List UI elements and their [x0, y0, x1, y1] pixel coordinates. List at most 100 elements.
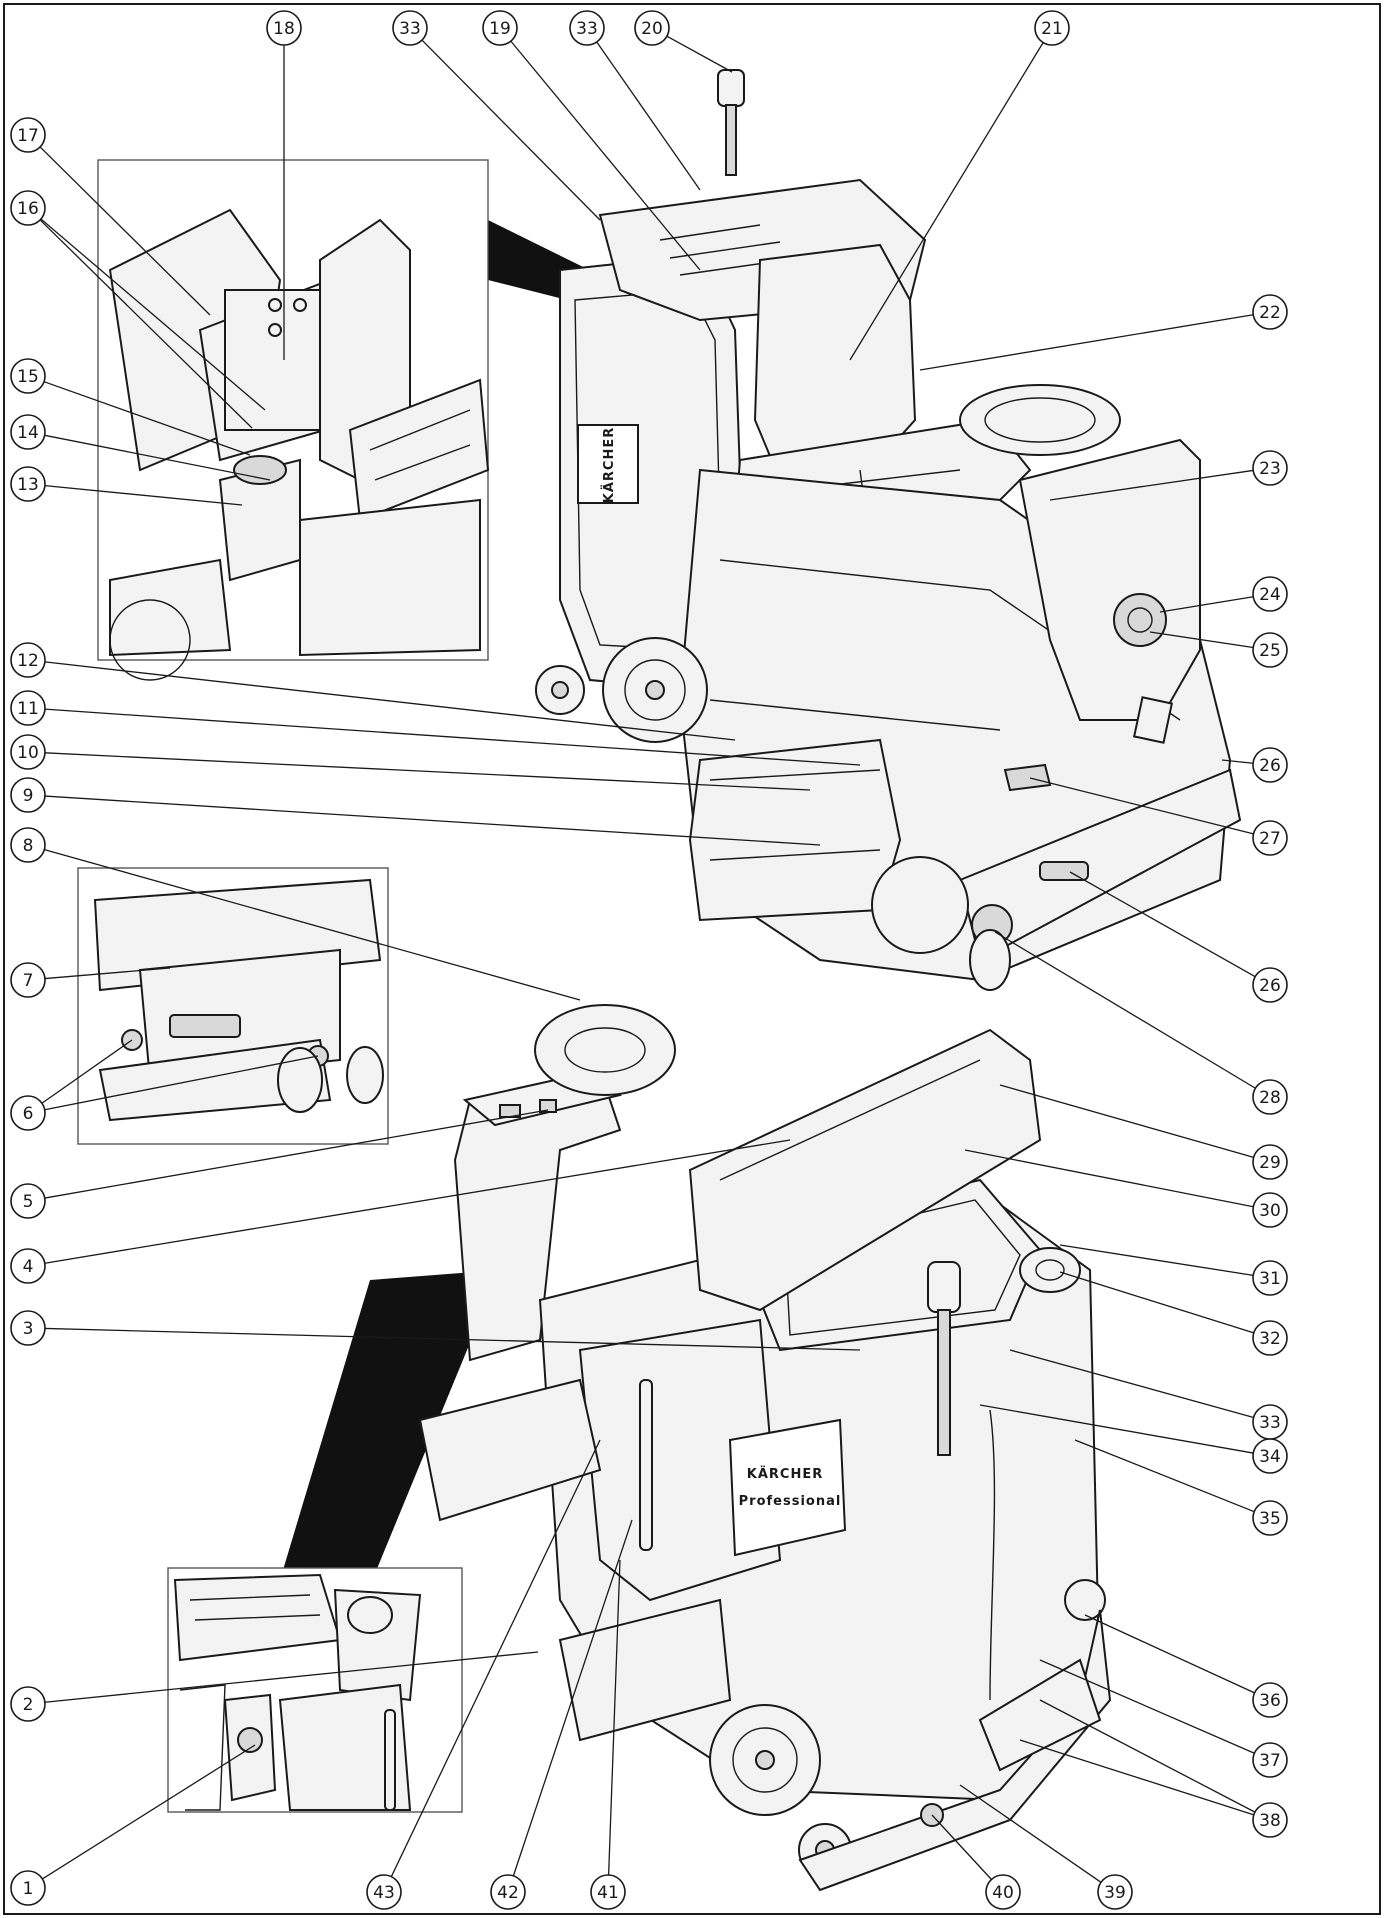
callout-circle — [10, 734, 46, 770]
leader-line-c26b — [1069, 871, 1256, 978]
callout-number: 31 — [1259, 1269, 1281, 1289]
brush-deck-top — [688, 738, 902, 922]
callout-c33a: 33 — [392, 10, 428, 46]
leader-line-c38-1 — [1019, 1739, 1255, 1816]
leader-line-c42 — [512, 1519, 633, 1877]
callout-number: 22 — [1259, 303, 1281, 323]
callout-c32: 32 — [1252, 1320, 1288, 1356]
callout-number: 10 — [17, 743, 39, 763]
callout-c27: 27 — [1252, 820, 1288, 856]
leader-line-c26a — [1221, 759, 1254, 764]
callout-circle — [10, 1686, 46, 1722]
callout-c5: 5 — [10, 1183, 46, 1219]
leader-line-c31 — [1059, 1244, 1254, 1277]
callout-circle — [1252, 1260, 1288, 1296]
callout-circle — [10, 1183, 46, 1219]
callout-c8: 8 — [10, 827, 46, 863]
leader-line-c41 — [607, 1559, 621, 1876]
brand-logo-top: KÄRCHER — [577, 424, 639, 504]
callout-circle — [569, 10, 605, 46]
brand-logo-bottom-sub: Professional — [739, 1494, 842, 1509]
callout-circle — [1252, 820, 1288, 856]
callout-c40: 40 — [985, 1874, 1021, 1910]
callout-circle — [1252, 747, 1288, 783]
callout-c6: 6 — [10, 1095, 46, 1131]
squeegee-bottom — [798, 1609, 1112, 1892]
callout-c37: 37 — [1252, 1742, 1288, 1778]
beacon-light-top — [717, 69, 745, 107]
callout-number: 41 — [597, 1883, 619, 1903]
callout-c22: 22 — [1252, 294, 1288, 330]
leader-line-c8 — [44, 848, 581, 1001]
callout-circle — [10, 117, 46, 153]
inset-seat-access — [97, 159, 490, 681]
drain-hose — [989, 1409, 996, 1701]
brand-logo-top-text: KÄRCHER — [601, 427, 617, 503]
pedal-top — [1003, 763, 1052, 792]
callout-c11: 11 — [10, 690, 46, 726]
callout-number: 23 — [1259, 459, 1281, 479]
callout-number: 17 — [17, 126, 39, 146]
callout-circle — [10, 414, 46, 450]
filter-cap-inset — [233, 455, 287, 485]
leader-line-c20 — [666, 35, 733, 73]
callout-circle — [1252, 450, 1288, 486]
leader-line-c16 — [40, 218, 266, 411]
callout-c14: 14 — [10, 414, 46, 450]
leader-line-c3 — [44, 1327, 861, 1351]
callout-circle — [10, 190, 46, 226]
callout-number: 9 — [23, 786, 34, 806]
callout-number: 19 — [489, 19, 511, 39]
callout-number: 26 — [1259, 976, 1281, 996]
side-brush-top — [871, 856, 969, 954]
raised-lid — [688, 1028, 1042, 1312]
leader-line-c35 — [1074, 1439, 1255, 1513]
callout-c19: 19 — [482, 10, 518, 46]
callout-c18: 18 — [266, 10, 302, 46]
callout-circle — [10, 962, 46, 998]
leader-line-c33a — [421, 39, 601, 221]
callout-circle — [1252, 1192, 1288, 1228]
callout-c9: 9 — [10, 777, 46, 813]
leader-line-c27 — [1029, 777, 1254, 835]
callout-number: 42 — [497, 1883, 519, 1903]
callout-c16: 16 — [10, 190, 46, 226]
callout-circle — [266, 10, 302, 46]
callout-number: 12 — [17, 651, 39, 671]
callout-c25: 25 — [1252, 632, 1288, 668]
callout-c39: 39 — [1097, 1874, 1133, 1910]
callout-c3: 3 — [10, 1310, 46, 1346]
callout-number: 16 — [17, 199, 39, 219]
squeegee-blade-inset — [98, 1038, 332, 1122]
leader-line-c29 — [999, 1084, 1254, 1158]
callout-c17: 17 — [10, 117, 46, 153]
callout-c31: 31 — [1252, 1260, 1288, 1296]
leader-line-c9 — [44, 795, 821, 846]
leader-line-c21 — [849, 42, 1044, 361]
beacon-light-bottom — [927, 1261, 961, 1313]
callout-circle — [490, 1874, 526, 1910]
callout-circle — [1034, 10, 1070, 46]
callout-circle — [10, 1310, 46, 1346]
callout-c38: 38 — [1252, 1802, 1288, 1838]
callout-c23: 23 — [1252, 450, 1288, 486]
callout-number: 32 — [1259, 1329, 1281, 1349]
callout-circle — [1252, 1742, 1288, 1778]
leader-line-c15 — [43, 381, 251, 456]
callout-c24: 24 — [1252, 576, 1288, 612]
control-dial-top — [1113, 593, 1167, 647]
callout-number: 36 — [1259, 1691, 1281, 1711]
callout-c34: 34 — [1252, 1438, 1288, 1474]
callout-number: 15 — [17, 367, 39, 387]
callout-number: 35 — [1259, 1509, 1281, 1529]
inset-charging-port — [167, 1567, 463, 1813]
inset-squeegee — [77, 867, 389, 1145]
callout-c7: 7 — [10, 962, 46, 998]
callout-number: 14 — [17, 423, 39, 443]
callout-circle — [590, 1874, 626, 1910]
callout-number: 24 — [1259, 585, 1281, 605]
callout-number: 20 — [641, 19, 663, 39]
callout-number: 7 — [23, 971, 34, 991]
